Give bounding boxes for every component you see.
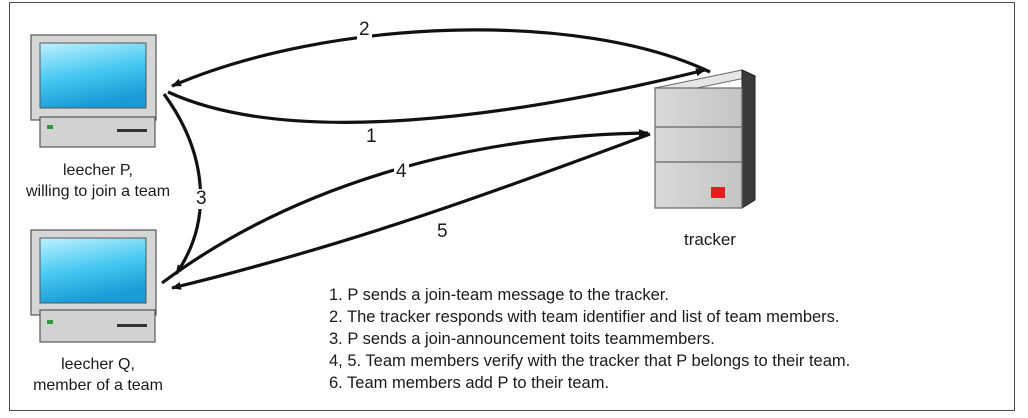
arrow-4	[161, 129, 649, 285]
step-item: 1. P sends a join-team message to the tr…	[329, 286, 669, 304]
edge-label-3: 3	[194, 188, 209, 209]
computer-q-icon	[30, 229, 157, 343]
arrow-2	[171, 28, 711, 88]
edge-label-5: 5	[435, 221, 450, 242]
leecher-p-label: leecher P, willing to join a team	[4, 160, 192, 202]
leecher-q-label-line2: member of a team	[33, 377, 163, 394]
arrow-5	[171, 132, 651, 290]
tracker-label: tracker	[684, 230, 736, 249]
step-item: 2. The tracker responds with team identi…	[329, 308, 840, 326]
edge-label-2: 2	[357, 19, 372, 40]
diagram-frame	[9, 2, 1015, 411]
step-item: 3. P sends a join-announcement toits tea…	[329, 330, 715, 348]
edge-label-4: 4	[394, 161, 409, 182]
leecher-p-label-line1: leecher P,	[63, 162, 133, 179]
arrow-1	[167, 68, 706, 124]
computer-p-icon	[30, 34, 157, 148]
tracker-server-icon	[653, 69, 757, 209]
step-item: 4, 5. Team members verify with the track…	[329, 352, 851, 370]
step-item: 6. Team members add P to their team.	[329, 374, 610, 392]
arrow-3	[162, 93, 203, 275]
steps-list: 1. P sends a join-team message to the tr…	[329, 284, 850, 394]
leecher-p-label-line2: willing to join a team	[25, 183, 171, 200]
leecher-q-label-line1: leecher Q,	[61, 356, 135, 373]
edge-label-1: 1	[364, 126, 379, 147]
leecher-q-label: leecher Q, member of a team	[4, 354, 192, 396]
